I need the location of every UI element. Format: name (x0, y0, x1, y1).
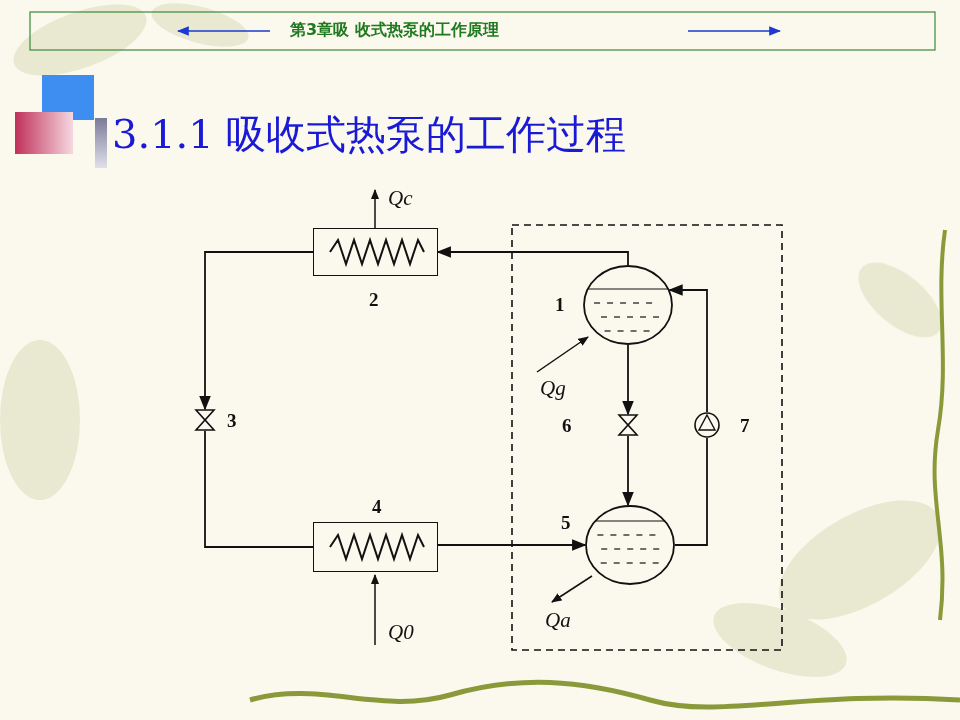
heat-label: Q0 (388, 622, 414, 643)
header-arrow (178, 30, 270, 32)
vine (250, 682, 960, 707)
heat-label: Qa (545, 610, 571, 631)
callout-number: 1 (555, 295, 565, 314)
evaporator-box-outline (314, 523, 437, 571)
throttle-valve-outline (195, 409, 215, 431)
generator-vessel-outline (583, 265, 673, 345)
generator-vessel: 1 (583, 265, 673, 345)
coil (330, 535, 424, 559)
heat-arrow (374, 575, 376, 645)
pipe-line (205, 252, 313, 409)
pipe-line (627, 436, 629, 505)
pipe-line (438, 252, 628, 265)
throttle-valve: 6 (618, 414, 638, 436)
vine (935, 230, 945, 620)
deco-square (15, 112, 73, 154)
deco-square (95, 118, 107, 168)
pipe-line (438, 544, 585, 546)
throttle-valve-outline (618, 414, 638, 436)
callout-number: 2 (369, 290, 379, 309)
pipe-line (627, 345, 629, 414)
leaf-decor (0, 0, 960, 692)
pipe-line (205, 431, 313, 547)
slide-title: 3.1.1 吸收式热泵的工作过程 (112, 114, 627, 154)
absorber-vessel: 5 (585, 505, 675, 585)
absorber-vessel-outline (585, 505, 675, 585)
throttle-valve: 3 (195, 409, 215, 431)
dashed-boundary (512, 225, 782, 650)
solution-pump: 7 (694, 412, 720, 438)
coil (330, 240, 424, 264)
callout-number: 5 (561, 513, 571, 532)
callout-number: 4 (372, 497, 382, 516)
callout-number: 3 (227, 411, 237, 430)
heat-label: Qg (540, 378, 566, 399)
header-arrow (688, 30, 780, 32)
heat-arrow (537, 337, 588, 372)
evaporator-box: 4 (313, 522, 438, 572)
header-text: 第3章吸 收式热泵的工作原理 (290, 22, 499, 38)
heat-label: Qc (388, 188, 413, 209)
condenser-box-outline (314, 229, 437, 275)
pipe-line (670, 290, 707, 412)
heat-arrow (374, 190, 376, 228)
solution-pump-outline (694, 412, 720, 438)
callout-number: 6 (562, 416, 572, 435)
pipe-line (675, 438, 707, 545)
callout-number: 7 (740, 416, 750, 435)
header-bar (30, 12, 935, 50)
condenser-box: 2 (313, 228, 438, 276)
heat-arrow (552, 576, 592, 602)
